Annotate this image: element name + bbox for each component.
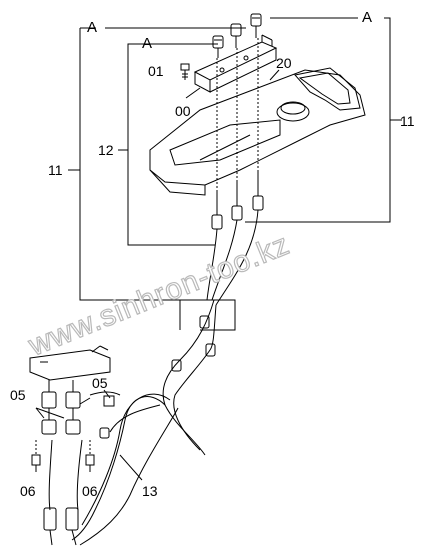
harness-13 xyxy=(48,209,259,546)
leader-lines-11 xyxy=(68,17,402,331)
part-label-00: 00 xyxy=(175,103,191,119)
part-label-13: 13 xyxy=(142,483,158,499)
part-label-11-left: 11 xyxy=(48,162,63,178)
part-label-20: 20 xyxy=(276,55,292,71)
bracket-00 xyxy=(185,34,278,99)
part-label-12: 12 xyxy=(98,142,114,158)
harness-connectors xyxy=(99,315,216,439)
part-label-06-right: 06 xyxy=(82,483,98,499)
screw-01 xyxy=(180,63,190,80)
bracket-plate xyxy=(29,345,111,381)
part-label-05-left: 05 xyxy=(10,387,26,403)
console-panel-20 xyxy=(149,67,366,196)
part-label-01: 01 xyxy=(148,63,164,79)
bottom-connectors xyxy=(43,507,79,546)
part-label-06-left: 06 xyxy=(20,483,36,499)
switch-knobs xyxy=(212,13,262,58)
part-label-05-right: 05 xyxy=(92,375,108,391)
panel-connectors xyxy=(211,38,264,230)
reference-mark-a-right: A xyxy=(362,9,373,26)
reference-mark-a-left: A xyxy=(87,19,98,36)
bolts-06 xyxy=(31,440,95,472)
part-label-11-right: 11 xyxy=(400,113,415,129)
leader-lines-12 xyxy=(118,43,218,246)
relay-set-05 xyxy=(35,380,91,435)
label-leaders xyxy=(103,69,280,481)
reference-mark-a-inner: A xyxy=(142,35,153,52)
